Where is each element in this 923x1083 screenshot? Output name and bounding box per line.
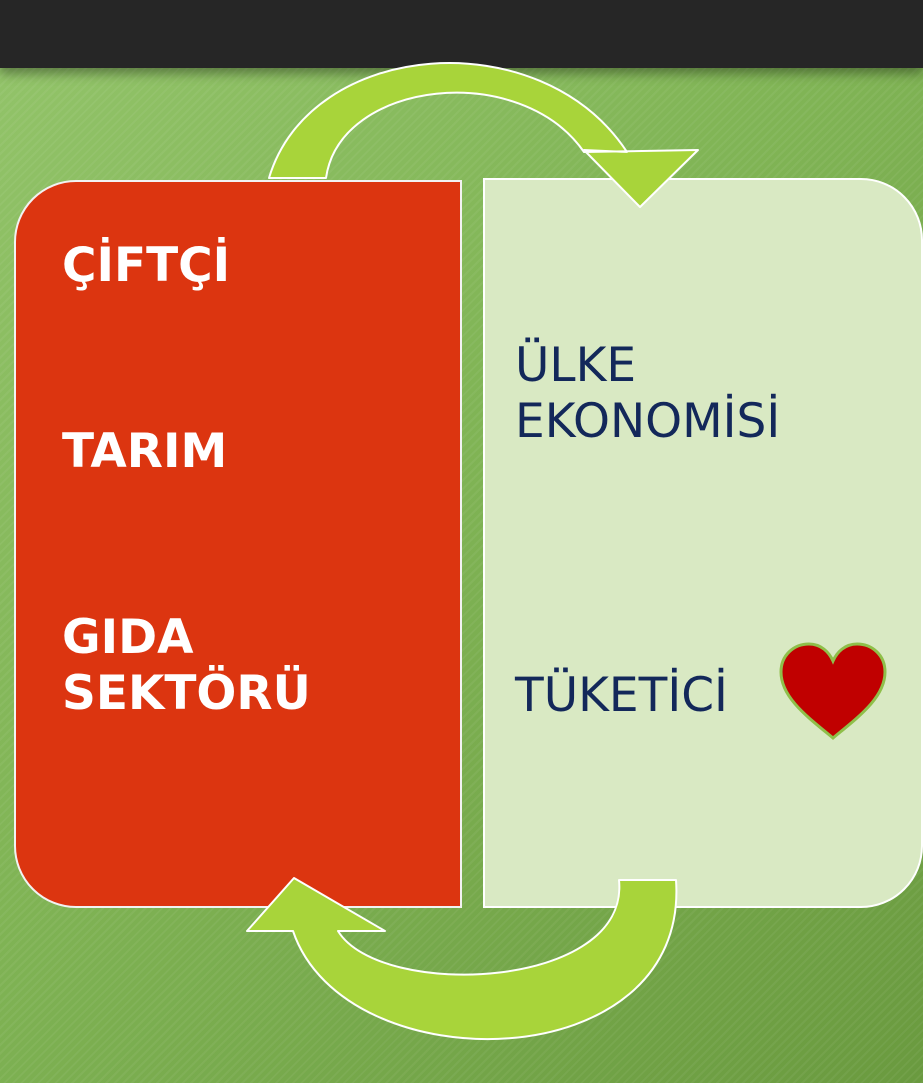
label-sector: SEKTÖRÜ (62, 666, 311, 721)
label-farmer: ÇİFTÇİ (62, 238, 231, 293)
title-bar-band (0, 0, 923, 68)
right-panel (483, 178, 923, 908)
label-agriculture: TARIM (62, 424, 228, 479)
left-panel (14, 180, 462, 908)
label-country: ÜLKE (515, 338, 637, 393)
label-food: GIDA (62, 610, 194, 665)
label-consumer: TÜKETİCİ (515, 668, 728, 723)
label-economy: EKONOMİSİ (515, 394, 781, 449)
heart-icon (779, 642, 887, 740)
